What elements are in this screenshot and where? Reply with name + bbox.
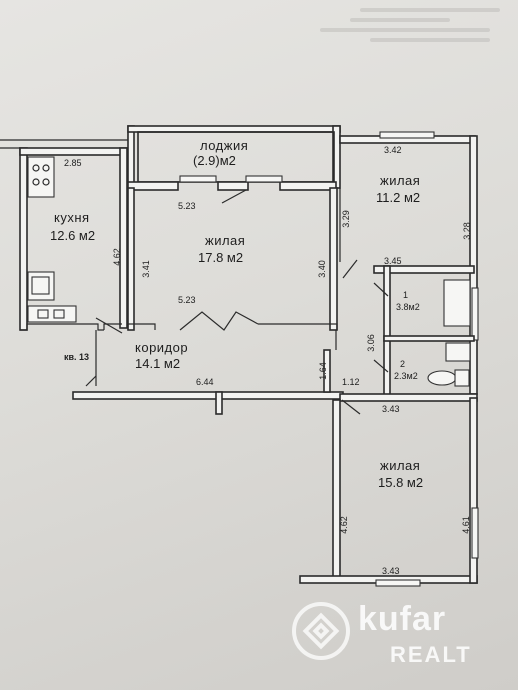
window-right-icon: [471, 287, 479, 341]
door-bath1-icon: [373, 282, 389, 297]
window-bottom-icon: [375, 579, 421, 587]
dim-living-center-top: 5.23: [178, 201, 196, 211]
corridor-bottom-wall: [72, 391, 344, 400]
dim-living-br-left: 4.62: [338, 516, 349, 534]
living-center-left-wall: [127, 187, 135, 331]
living-tr-name: жилая: [380, 173, 421, 188]
corridor-name: коридор: [135, 340, 189, 355]
dim-living-br-bottom: 3.43: [382, 566, 400, 576]
living-br-name: жилая: [380, 458, 421, 473]
toilet-icon: [427, 370, 457, 386]
door-tr-icon: [342, 259, 358, 279]
kufar-logo-icon: [292, 602, 350, 660]
dim-living-center-left: 3.41: [140, 260, 151, 278]
dim-living-br-top: 3.43: [382, 404, 400, 414]
kitchen-top-wall: [19, 147, 128, 156]
door-br-icon: [341, 399, 361, 415]
door-bath2-icon: [373, 359, 389, 373]
dim-corridor-length: 6.44: [196, 377, 214, 387]
living-br-left-wall: [332, 399, 341, 583]
apartment-label: кв. 13: [64, 352, 90, 362]
living-br-top-wall: [339, 393, 478, 402]
bath1-area: 3.8м2: [396, 302, 420, 312]
window-top-right-icon: [379, 131, 435, 139]
bath2-area: 2.3м2: [394, 371, 418, 381]
faded-header-text: [300, 2, 500, 62]
dim-living-tr-bottom: 3.45: [384, 256, 402, 266]
dim-living-center-right: 3.40: [316, 260, 327, 278]
corridor-right-wall: [323, 349, 331, 393]
bath-left-wall: [383, 265, 391, 399]
living-tr-bottom-wall: [373, 265, 475, 274]
kitchen-left-wall: [19, 147, 28, 331]
dim-living-tr-right: 3.28: [461, 222, 472, 240]
loggia-name: лоджия: [200, 138, 249, 153]
kitchen-right-wall: [119, 147, 128, 329]
dim-bath-height: 3.06: [365, 334, 376, 352]
stove-icon: [27, 156, 55, 198]
living-center-name: жилая: [205, 233, 246, 248]
double-door-icon: [179, 311, 259, 331]
dim-corridor-nook: 1.12: [342, 377, 360, 387]
dim-kitchen-side: 4.62: [111, 248, 122, 266]
living-center-right-wall: [329, 187, 338, 331]
window-br-icon: [471, 507, 479, 559]
kitchen-area: 12.6 м2: [50, 228, 96, 243]
loggia-window-icon: [179, 175, 217, 183]
counter-icon: [27, 305, 77, 323]
living-center-area: 17.8 м2: [198, 250, 244, 265]
outer-wall-top-left: [0, 132, 129, 141]
kitchen-name: кухня: [54, 210, 90, 225]
watermark-sub: REALT: [390, 642, 472, 667]
loggia-top-wall: [127, 125, 341, 133]
bath2-number: 2: [400, 359, 406, 369]
dim-living-tr-top: 3.42: [384, 145, 402, 155]
living-br-area: 15.8 м2: [378, 475, 424, 490]
sink-bath-icon: [445, 342, 471, 362]
living-tr-area: 11.2 м2: [376, 190, 421, 205]
corridor-area: 14.1 м2: [135, 356, 181, 371]
dim-living-tr-left: 3.29: [340, 210, 351, 228]
watermark-brand: kufar: [358, 600, 447, 638]
loggia-door-icon: [221, 189, 247, 204]
dim-kitchen-top: 2.85: [64, 158, 82, 168]
kufar-realt-watermark: kufar REALT: [292, 598, 502, 668]
dim-living-center-bottom: 5.23: [178, 295, 196, 305]
dim-living-br-right: 4.61: [460, 516, 471, 534]
loggia-area: (2.9)м2: [193, 153, 236, 168]
loggia-left-wall: [127, 125, 135, 189]
bath-divider-wall: [383, 335, 475, 342]
bathtub-icon: [443, 279, 471, 327]
bath1-number: 1: [403, 290, 409, 300]
dim-corridor-side: 1.64: [317, 362, 328, 380]
right-outer-wall: [469, 135, 478, 395]
